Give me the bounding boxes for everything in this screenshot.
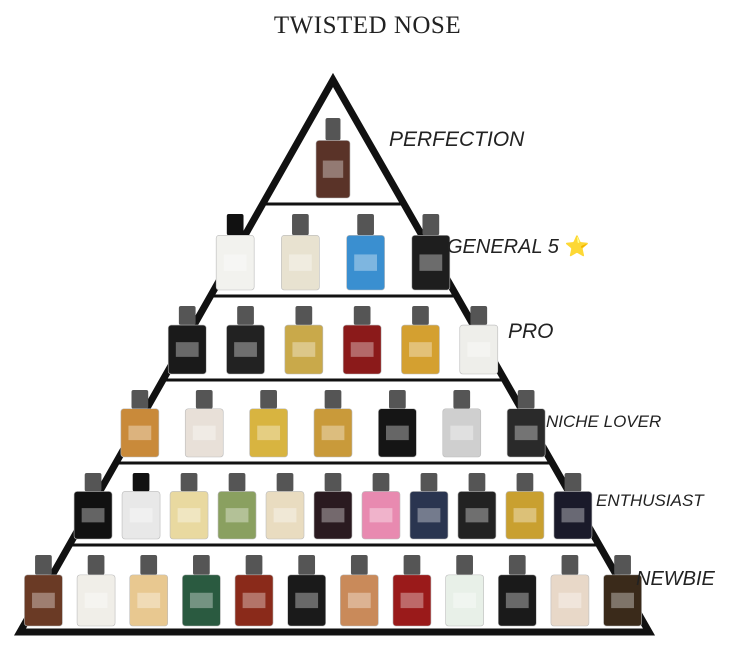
- perfume-bottle: [73, 473, 113, 540]
- perfume-bottle: [442, 390, 482, 458]
- perfume-bottle: [76, 555, 116, 627]
- perfume-bottle: [215, 214, 255, 291]
- perfume-bottle: [506, 390, 546, 458]
- perfume-bottle: [313, 390, 353, 458]
- tier-label-general-5: GENERAL 5 ⭐: [447, 236, 590, 258]
- tier-label-newbie: NEWBIE: [636, 568, 715, 590]
- perfume-bottle: [169, 473, 209, 540]
- perfume-bottle: [340, 555, 379, 627]
- perfume-bottle: [284, 306, 324, 375]
- perfume-bottle: [378, 390, 417, 458]
- tier-label-niche-lover: NICHE LOVER: [546, 412, 662, 431]
- perfume-bottle: [24, 555, 63, 627]
- perfume-bottle: [457, 473, 497, 540]
- perfume-bottle: [226, 306, 265, 375]
- perfume-bottle: [120, 390, 160, 458]
- perfume-bottle: [497, 555, 537, 627]
- perfume-bottle: [392, 555, 432, 627]
- star-icon: ⭐: [564, 236, 590, 258]
- perfume-bottle: [411, 214, 451, 291]
- page-title: TWISTED NOSE: [273, 12, 462, 39]
- perfume-bottle: [217, 473, 257, 540]
- perfume-bottle: [287, 555, 326, 627]
- perfume-bottle: [265, 473, 305, 540]
- perfume-bottle: [315, 118, 351, 199]
- tier-label-enthusiast: ENTHUSIAST: [596, 491, 704, 510]
- perfume-bottle: [182, 555, 221, 627]
- perfume-bottle: [445, 555, 484, 627]
- perfume-bottle: [550, 555, 590, 627]
- perfume-bottle: [281, 214, 320, 291]
- perfume-bottle: [459, 306, 499, 375]
- tier-label-pro: PRO: [508, 320, 554, 343]
- perfume-bottle: [603, 555, 642, 627]
- perfume-bottle: [505, 473, 545, 540]
- perfume-bottle: [129, 555, 169, 627]
- perfume-bottle: [346, 214, 385, 291]
- perfume-bottle: [184, 390, 224, 458]
- perfume-bottle: [342, 306, 382, 375]
- perfume-bottle: [553, 473, 593, 540]
- perfume-bottle: [167, 306, 207, 375]
- perfume-bottle: [409, 473, 449, 540]
- perfume-bottle: [234, 555, 274, 627]
- perfume-bottle: [401, 306, 440, 375]
- tier-label-perfection: PERFECTION: [389, 128, 525, 151]
- perfume-bottle: [313, 473, 353, 540]
- perfume-bottle: [249, 390, 288, 458]
- perfume-bottle: [121, 473, 161, 540]
- perfume-bottle: [361, 473, 401, 540]
